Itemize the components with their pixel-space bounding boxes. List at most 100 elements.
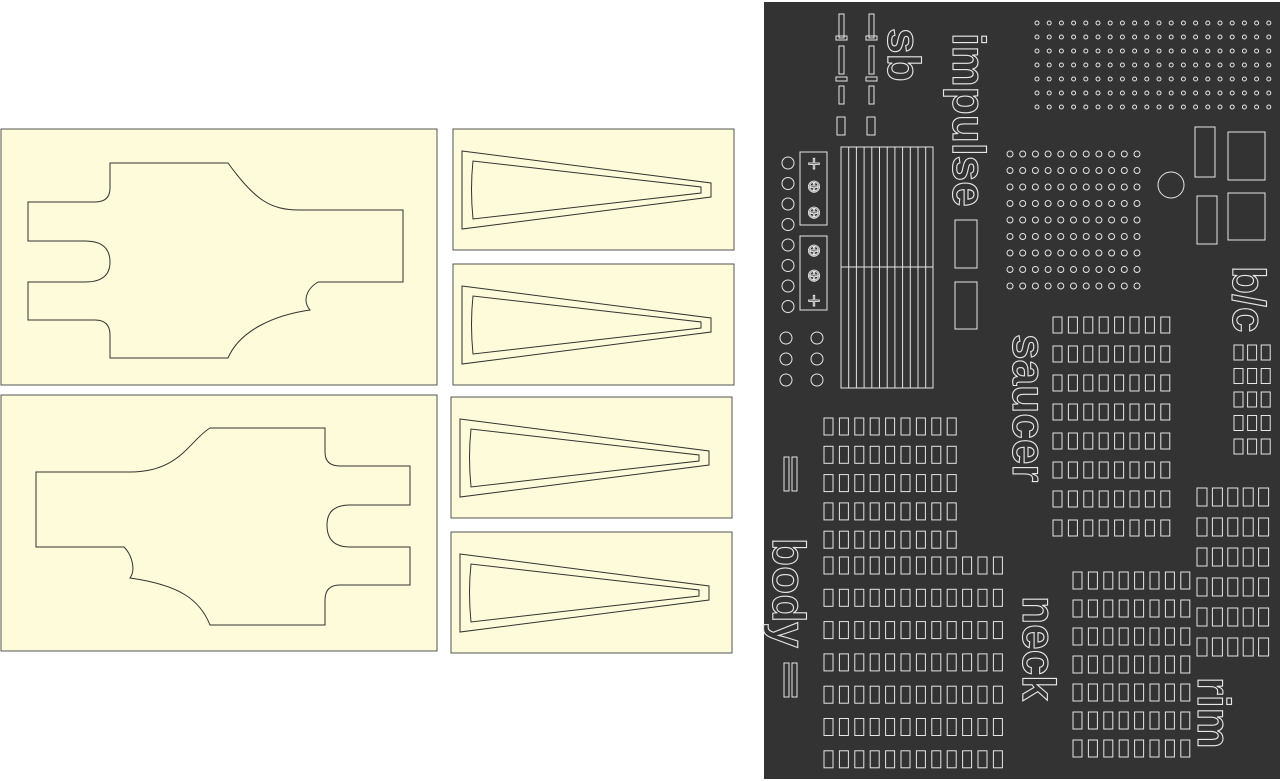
slot-tall	[868, 45, 875, 75]
hole-medium	[1120, 167, 1128, 174]
hole-small	[1071, 90, 1077, 96]
grid-cell-saucer	[1067, 461, 1078, 479]
grid-cell-body	[931, 502, 942, 521]
hole-small	[1119, 76, 1125, 82]
hole-medium	[1120, 183, 1128, 191]
grid-cell-body	[946, 718, 957, 736]
hole-medium	[1120, 233, 1128, 240]
hole-small	[1193, 104, 1199, 110]
grid-cell-rim	[1242, 577, 1254, 597]
slot-small	[836, 116, 846, 136]
grid-cell-body	[915, 417, 926, 436]
hole-small	[1107, 104, 1113, 110]
grid-cell-saucer	[1098, 316, 1109, 334]
hole-small	[1205, 48, 1211, 54]
grid-cell-rim	[1211, 517, 1223, 537]
hole-medium	[1082, 183, 1090, 191]
hole-medium	[1070, 150, 1077, 158]
grid-cell-rim	[1227, 637, 1239, 657]
hole-small	[1156, 20, 1162, 26]
grid-cell-body	[838, 588, 849, 607]
grid-cell-body	[869, 685, 880, 704]
hole-small	[1168, 104, 1174, 110]
grid-cell-rim	[1258, 487, 1270, 507]
grid-cell-saucer	[1144, 490, 1155, 508]
hole-medium	[1070, 249, 1077, 257]
grid-cell-saucer	[1083, 374, 1094, 392]
hole-medium	[1070, 266, 1077, 273]
hole-medium	[1019, 233, 1027, 240]
hole-small	[1095, 76, 1101, 82]
hole-medium	[1082, 282, 1090, 290]
hole-medium	[1108, 167, 1116, 174]
grid-cell-rim	[1196, 487, 1208, 507]
grid-cell-body	[962, 588, 973, 607]
grid-cell-saucer	[1114, 374, 1125, 392]
grid-cell-body	[946, 685, 957, 704]
hole-medium	[1070, 183, 1077, 191]
grid-cell-body	[823, 445, 834, 464]
grid-cell-bc	[1233, 415, 1244, 431]
hole-small	[1058, 34, 1064, 40]
grid-cell-saucer	[1114, 519, 1125, 537]
hole-small	[1144, 34, 1150, 40]
grid-cell-body	[946, 417, 957, 436]
grid-cell-body	[854, 718, 865, 736]
hole-medium	[1108, 200, 1116, 207]
hole-medium	[1044, 266, 1052, 273]
grid-cell-neck	[1180, 655, 1191, 674]
grid-cell-body	[931, 530, 942, 549]
grid-cell-neck	[1118, 711, 1129, 730]
grid-cell-saucer	[1098, 374, 1109, 392]
hole-medium	[1006, 216, 1014, 224]
grid-cell-saucer	[1129, 432, 1140, 450]
hole-small	[1107, 90, 1113, 96]
grid-cell-saucer	[1114, 490, 1125, 508]
grid-cell-body	[962, 718, 973, 736]
hole-small	[1034, 104, 1040, 110]
plus-circle-icon: ⊕	[807, 203, 821, 223]
hole-medium	[1044, 282, 1052, 290]
grid-cell-saucer	[1083, 316, 1094, 334]
hole-medium	[1133, 167, 1141, 174]
hole-small	[1266, 48, 1272, 54]
grid-cell-body	[931, 417, 942, 436]
strut-outer-outline	[461, 285, 712, 365]
hole-medium	[1044, 183, 1052, 191]
hole-small	[1058, 90, 1064, 96]
hole-medium	[1044, 216, 1052, 224]
grid-cell-rim	[1258, 547, 1270, 567]
slot-rect	[954, 281, 978, 330]
hole-small	[1034, 62, 1040, 68]
grid-cell-body	[885, 530, 896, 549]
grid-cell-saucer	[1083, 490, 1094, 508]
grid-cell-saucer	[1114, 461, 1125, 479]
grid-cell-rim	[1227, 577, 1239, 597]
hole-medium	[1031, 200, 1039, 207]
grid-cell-rim	[1196, 637, 1208, 657]
grid-cell-saucer	[1067, 432, 1078, 450]
grid-cell-body	[946, 474, 957, 493]
hole-small	[1229, 90, 1235, 96]
hole-small	[1107, 20, 1113, 26]
hole-small	[1156, 34, 1162, 40]
grid-cell-saucer	[1052, 403, 1063, 421]
grid-cell-saucer	[1129, 316, 1140, 334]
hole-small	[1119, 48, 1125, 54]
grid-cell-neck	[1087, 655, 1098, 674]
grid-cell-neck	[1149, 571, 1160, 590]
grid-cell-neck	[1087, 683, 1098, 702]
hole-medium	[1108, 183, 1116, 191]
hole-medium	[1108, 249, 1116, 257]
strut-inner-outline	[471, 160, 702, 220]
hole-small	[1058, 48, 1064, 54]
hole-round	[781, 259, 795, 272]
sheet-body-a	[0, 128, 438, 386]
hole-small	[1144, 104, 1150, 110]
hole-medium	[1108, 216, 1116, 224]
grid-cell-body	[854, 588, 865, 607]
grid-cell-body	[915, 653, 926, 672]
hole-medium	[1120, 282, 1128, 290]
grid-cell-body	[838, 685, 849, 704]
hole-small	[1254, 76, 1260, 82]
